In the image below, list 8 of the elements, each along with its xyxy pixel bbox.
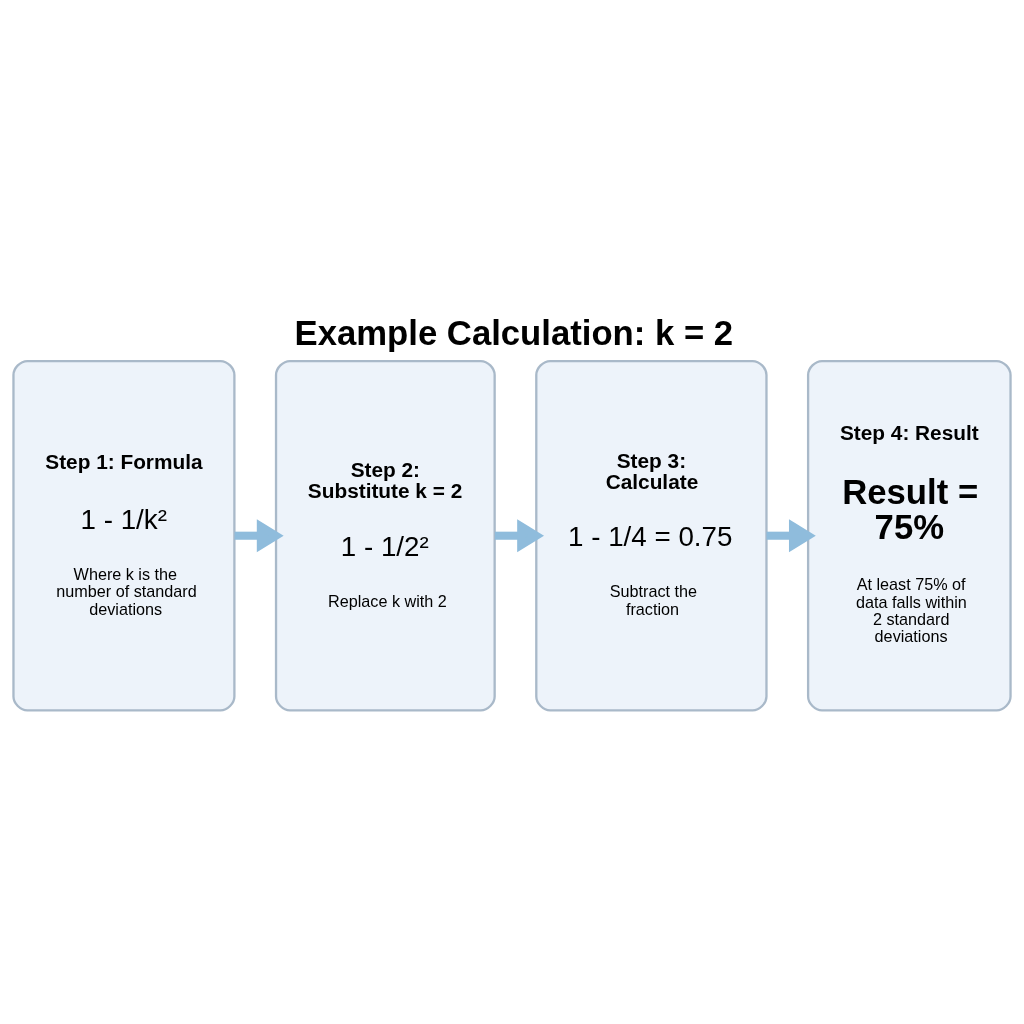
node-box: Step 1: Formula 1 - 1/k² Where k is the number of standard deviations [12,359,236,712]
node-box: Step 3: Calculate 1 - 1/4 = 0.75 Subtract the fraction [535,359,768,712]
arrow [494,519,544,553]
arrow [234,519,284,553]
arrow [766,519,816,553]
node-box: Step 2: Substitute k = 2 1 - 1/2² Replace k with 2 [274,359,496,712]
diagram-title: Example Calculation: k = 2 [294,313,734,352]
node-box: Step 4: Result Result = 75% At least 75% of data falls within 2 standard deviations [806,359,1012,712]
